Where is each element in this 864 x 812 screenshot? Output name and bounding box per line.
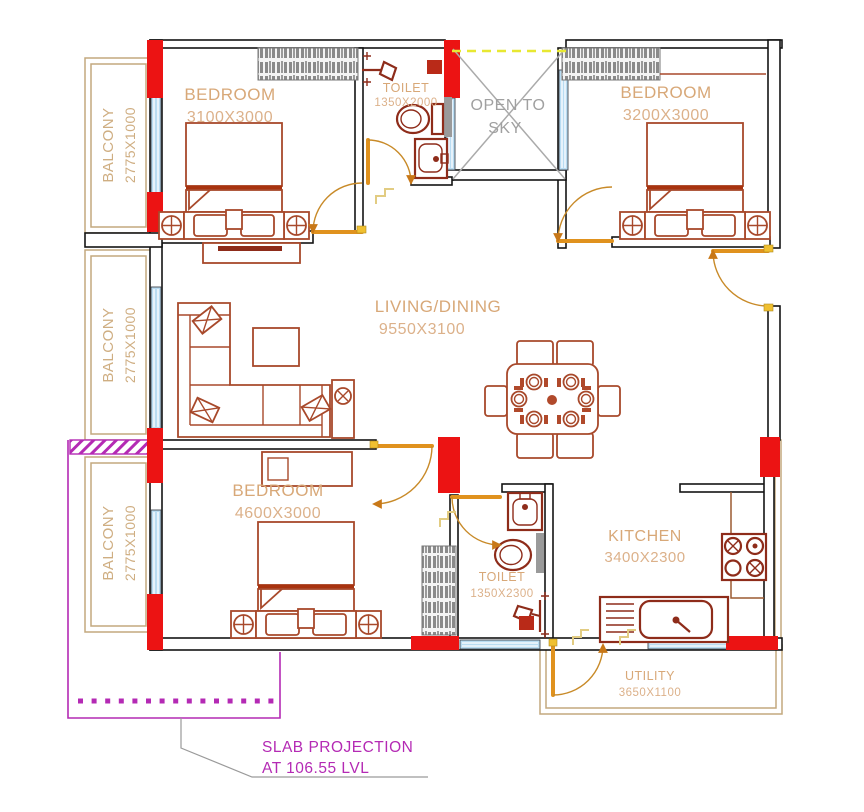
balcony2-label: BALCONY (100, 307, 117, 382)
balcony1-dims: 2775X1000 (122, 107, 138, 183)
balcony3-label: BALCONY (100, 505, 117, 580)
step-icon (572, 629, 589, 645)
toilet-bottom-fixtures (493, 491, 549, 638)
toilet1-dims: 1350X2000 (374, 97, 437, 109)
furniture (157, 121, 772, 640)
slab-projection-label-1: SLAB PROJECTION (262, 739, 413, 756)
bedroom2-label: BEDROOM (620, 83, 711, 102)
slab-leader-line (180, 718, 428, 778)
plates (510, 373, 595, 428)
cistern-icon (444, 97, 452, 137)
window-shaft-right (558, 69, 569, 171)
kitchen-fixtures (598, 492, 768, 644)
wardrobe-icon (561, 47, 661, 81)
slab-projection-label-2: AT 106.55 LVL (262, 760, 369, 777)
bed-icon (229, 520, 383, 640)
bedroom1-dims: 3100X3000 (187, 109, 273, 126)
wardrobe-icon (257, 47, 359, 81)
toilet2-label: TOILET (479, 570, 526, 584)
door-toilet-bottom (450, 495, 502, 550)
open-to-sky-shaft (452, 48, 566, 180)
lamp-table (331, 379, 355, 439)
balcony1-label: BALCONY (100, 107, 117, 182)
columns (147, 40, 780, 650)
bedroom3-dims: 4600X3000 (235, 505, 321, 522)
bedroom2-dims: 3200X3000 (623, 107, 709, 124)
counter-edge (730, 492, 764, 599)
coffee-table (252, 327, 300, 367)
wc-icon (493, 538, 533, 572)
washbasin-icon (506, 491, 544, 532)
geyser-icon (427, 60, 442, 74)
door-bedroom1 (308, 182, 367, 234)
sofa-icon (177, 302, 332, 438)
geyser-icon (519, 616, 534, 630)
bed-icon (157, 121, 311, 241)
wardrobes (257, 47, 766, 636)
dining-set (484, 340, 621, 459)
bedroom1-label: BEDROOM (184, 85, 275, 104)
door-utility (548, 638, 608, 697)
wardrobe-icon (421, 545, 457, 636)
living-dims: 9550X3100 (379, 321, 465, 338)
doors (308, 138, 774, 697)
kitchen-dims: 3400X2300 (604, 549, 685, 566)
bed-icon (618, 121, 772, 241)
labels: BEDROOM 3100X3000 TOILET 1350X2000 OPEN … (100, 81, 711, 777)
stove-icon (720, 532, 768, 582)
toilet2-dims: 1350X2300 (470, 588, 533, 600)
bedroom3-label: BEDROOM (232, 481, 323, 500)
door-main-entrance (708, 244, 774, 312)
window-toilet2-bottom (459, 639, 541, 650)
utility-label: UTILITY (625, 669, 675, 683)
cistern-icon (536, 533, 544, 573)
window-living (150, 286, 162, 430)
living-label: LIVING/DINING (375, 297, 501, 316)
window-bedroom3 (150, 509, 162, 603)
balcony-outlines (84, 57, 153, 633)
balcony3-dims: 2775X1000 (122, 505, 138, 581)
door-bedroom2 (553, 186, 614, 243)
door-toilet-top (366, 138, 416, 185)
step-icon (619, 629, 636, 645)
step-icon (439, 511, 456, 527)
wc-icon (395, 102, 445, 136)
open-to-sky-label-1: OPEN TO (471, 97, 546, 114)
step-icon (375, 188, 394, 204)
toilet1-label: TOILET (383, 81, 430, 95)
kitchen-label: KITCHEN (608, 528, 682, 545)
balcony2-dims: 2775X1000 (122, 307, 138, 383)
tv-console (202, 242, 301, 264)
dresser (261, 451, 353, 487)
door-bedroom3 (369, 440, 434, 509)
shower-icon (362, 52, 398, 86)
kitchen-sink-icon (598, 595, 730, 644)
utility-dims: 3650X1100 (619, 687, 681, 699)
washbasin-icon (413, 137, 449, 180)
open-to-sky-label-2: SKY (488, 120, 522, 137)
toilet-top-fixtures (362, 52, 452, 180)
